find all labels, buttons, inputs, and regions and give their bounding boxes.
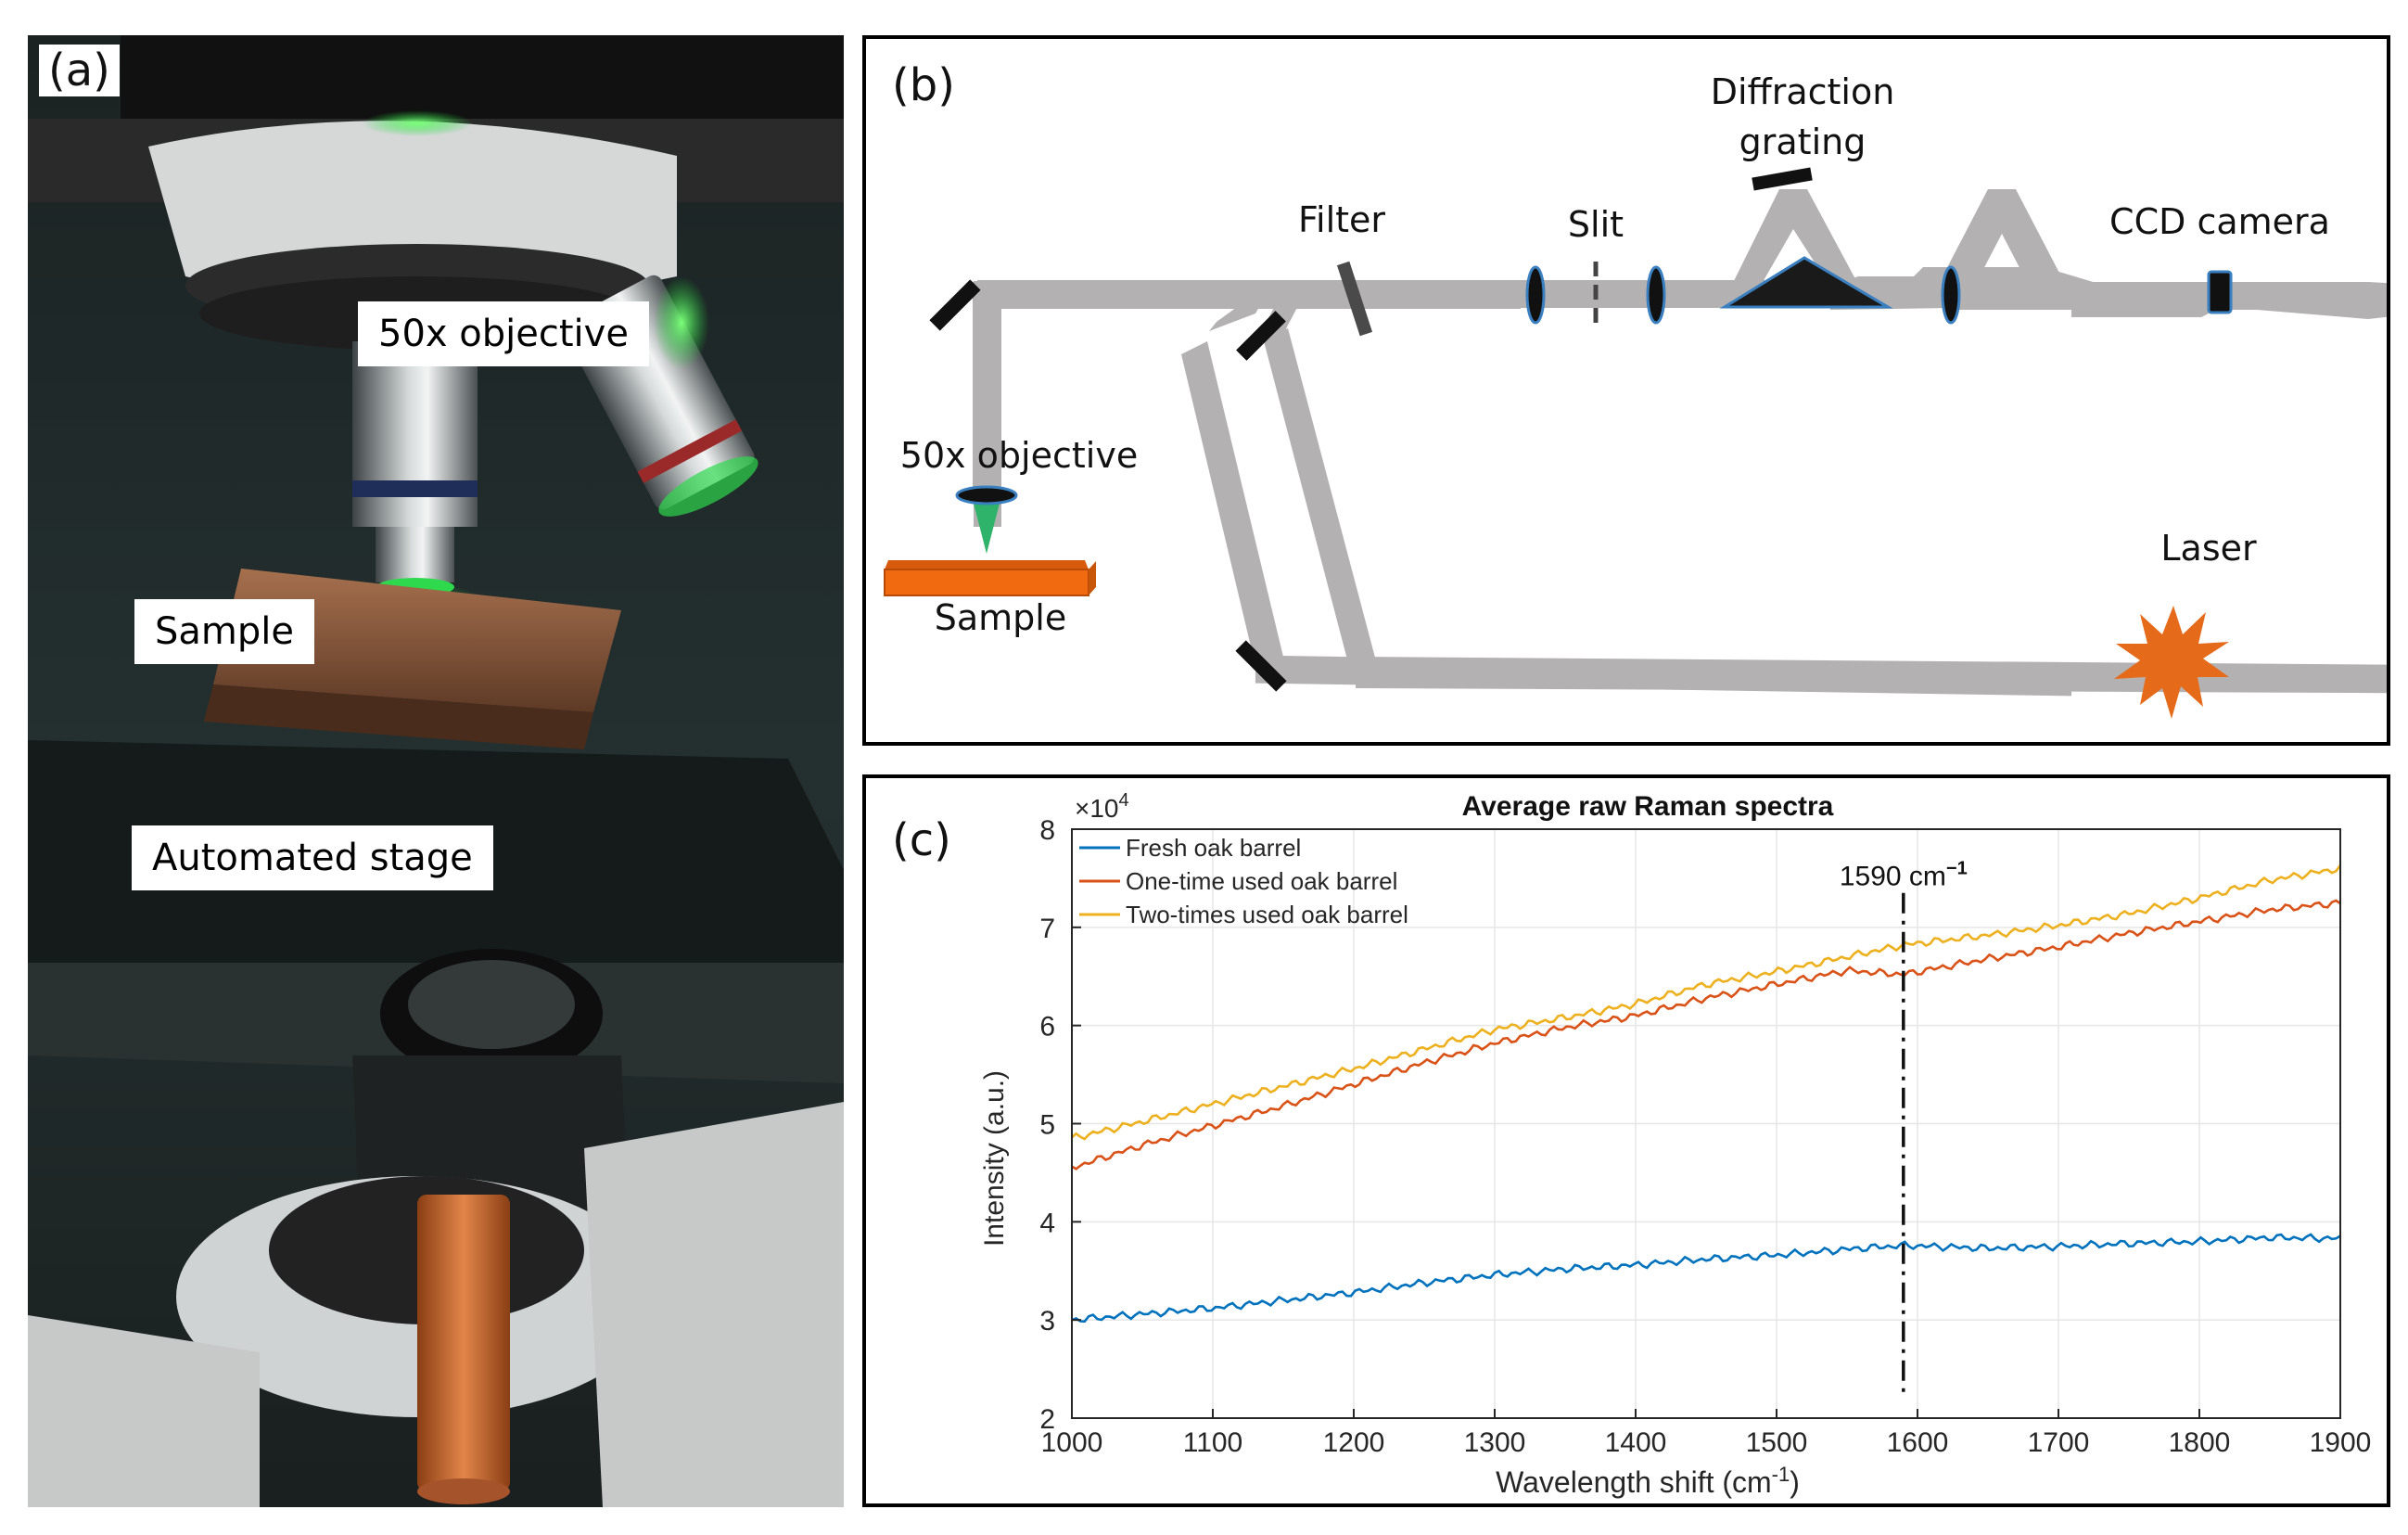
x-tick-label: 1500 [1746, 1427, 1808, 1458]
chart-panel: 1590 cm−1 1000 1100 1200 1300 1400 1500 1600 17… [862, 774, 2390, 1507]
grating-element [1752, 167, 1813, 191]
y-tick-label: 5 [1039, 1110, 1055, 1141]
y-tick-label: 6 [1039, 1012, 1055, 1043]
mirror-top-left [929, 279, 981, 331]
microscope-illustration [28, 35, 844, 1507]
label-ccd-camera: CCD camera [2109, 201, 2330, 242]
grating-prism-front [1719, 256, 1893, 309]
laser-source-icon [2114, 606, 2229, 719]
x-tick-label: 1600 [1887, 1427, 1949, 1458]
caption-objective: 50x objective [358, 301, 649, 366]
x-axis-label-sup: -1 [1772, 1463, 1790, 1486]
x-tick-label: 1100 [1183, 1427, 1243, 1458]
sample-block [884, 560, 1096, 596]
chart-ticks: 1000 1100 1200 1300 1400 1500 1600 1700 1800 1900… [1039, 815, 2371, 1458]
mirror-bottom [1235, 640, 1287, 692]
x-tick-label: 1900 [2310, 1427, 2372, 1458]
objective-lens [955, 485, 1018, 505]
x-tick-label: 1300 [1464, 1427, 1526, 1458]
legend-entry: One-time used oak barrel [1126, 867, 1397, 895]
y-axis-label: Intensity (a.u.) [979, 1070, 1010, 1247]
y-exponent-power: 4 [1119, 790, 1129, 811]
microscope-photo: 50x objective Sample Automated stage [28, 35, 844, 1507]
caption-automated-stage: Automated stage [132, 825, 493, 890]
annotation-label-sup: −1 [1946, 858, 1968, 878]
label-objective: 50x objective [900, 435, 1138, 476]
x-axis-label: Wavelength shift (cm-1) [1496, 1463, 1800, 1499]
label-grating: grating [1739, 122, 1867, 162]
label-laser: Laser [2160, 528, 2257, 569]
legend-entry: Fresh oak barrel [1126, 834, 1301, 862]
y-tick-label: 3 [1039, 1306, 1055, 1337]
panel-b-label: (b) [892, 59, 955, 111]
x-axis-label-main: Wavelength shift (cm [1496, 1465, 1772, 1499]
label-diffraction: Diffraction [1711, 71, 1895, 112]
y-tick-label: 8 [1039, 815, 1055, 846]
series-line-3 [1071, 864, 2342, 1141]
x-tick-label: 1400 [1605, 1427, 1667, 1458]
label-sample: Sample [935, 597, 1066, 638]
caption-sample: Sample [134, 599, 314, 664]
focused-laser-cone [972, 496, 1001, 554]
raman-spectra-chart: 1590 cm−1 1000 1100 1200 1300 1400 1500 1600 17… [979, 790, 2371, 1499]
x-tick-label: 1800 [2169, 1427, 2231, 1458]
x-tick-label: 1700 [2028, 1427, 2090, 1458]
chart-annotation: 1590 cm−1 [1840, 858, 1968, 1394]
mirror-beamsplitter [1236, 311, 1286, 361]
annotation-label: 1590 cm−1 [1840, 858, 1968, 891]
lens-1 [1525, 265, 1546, 325]
label-filter: Filter [1298, 199, 1385, 240]
x-axis-label-end: ) [1790, 1465, 1800, 1499]
chart-series [1071, 864, 2342, 1324]
filter-element [1336, 261, 1373, 337]
panel-a-label: (a) [39, 45, 120, 96]
y-exponent-base: ×10 [1075, 794, 1119, 823]
raman-setup-diagram: Diffraction grating Filter Slit CCD came… [884, 71, 2408, 719]
y-exponent: ×104 [1075, 790, 1129, 823]
chart-title: Average raw Raman spectra [1462, 791, 1834, 822]
x-tick-label: 1200 [1323, 1427, 1385, 1458]
label-slit: Slit [1568, 204, 1624, 245]
y-tick-label: 4 [1039, 1208, 1055, 1238]
schematic-panel: Diffraction grating Filter Slit CCD came… [862, 35, 2408, 746]
series-line-1 [1071, 1233, 2341, 1324]
ccd-camera [2207, 270, 2233, 314]
lens-3 [1941, 265, 1961, 325]
x-tick-label: 1000 [1041, 1427, 1103, 1458]
y-tick-label: 2 [1039, 1404, 1055, 1435]
series-line-2 [1071, 899, 2341, 1170]
annotation-label-main: 1590 cm [1840, 861, 1946, 891]
legend-entry: Two-times used oak barrel [1126, 901, 1408, 928]
panel-c-label: (c) [892, 814, 951, 866]
lens-2 [1646, 265, 1666, 325]
y-tick-label: 7 [1039, 914, 1055, 944]
